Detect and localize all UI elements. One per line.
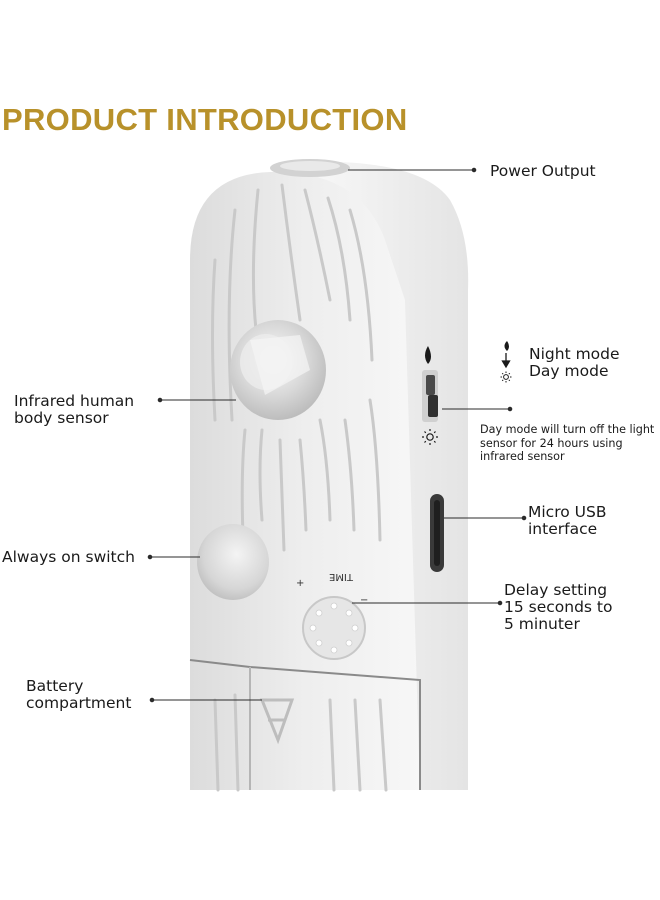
night-mode-label: Night mode bbox=[529, 345, 620, 363]
day-mode-label: Day mode bbox=[529, 362, 609, 380]
infrared-sensor-lens bbox=[230, 320, 326, 420]
always-on-switch-label: Always on switch bbox=[2, 548, 135, 566]
page-title: PRODUCT INTRODUCTION bbox=[2, 102, 408, 137]
day-mode-note: Day mode will turn off the light sensor … bbox=[480, 423, 655, 463]
delay-dial bbox=[302, 596, 366, 660]
sun-icon bbox=[500, 371, 512, 383]
sun-icon bbox=[422, 429, 438, 445]
device-front-face bbox=[190, 171, 420, 790]
always-on-button bbox=[197, 524, 269, 600]
dial-plus-label: + bbox=[296, 578, 304, 589]
moon-icon bbox=[425, 346, 431, 364]
micro-usb-label: Micro USB interface bbox=[528, 503, 607, 538]
arrow-icon bbox=[501, 353, 511, 369]
dial-time-label: TIME bbox=[329, 571, 354, 582]
power-output-label: Power Output bbox=[490, 162, 596, 180]
battery-compartment-cover bbox=[189, 659, 421, 790]
mode-switch bbox=[422, 370, 438, 422]
delay-setting-label: Delay setting 15 seconds to 5 minuter bbox=[504, 581, 613, 633]
moon-icon bbox=[504, 341, 509, 351]
infrared-sensor-label: Infrared human body sensor bbox=[14, 392, 135, 427]
battery-compartment-label: Battery compartment bbox=[26, 677, 132, 712]
micro-usb-port bbox=[430, 494, 444, 572]
dial-minus-label: − bbox=[360, 595, 368, 606]
leader-lines bbox=[147, 167, 527, 703]
